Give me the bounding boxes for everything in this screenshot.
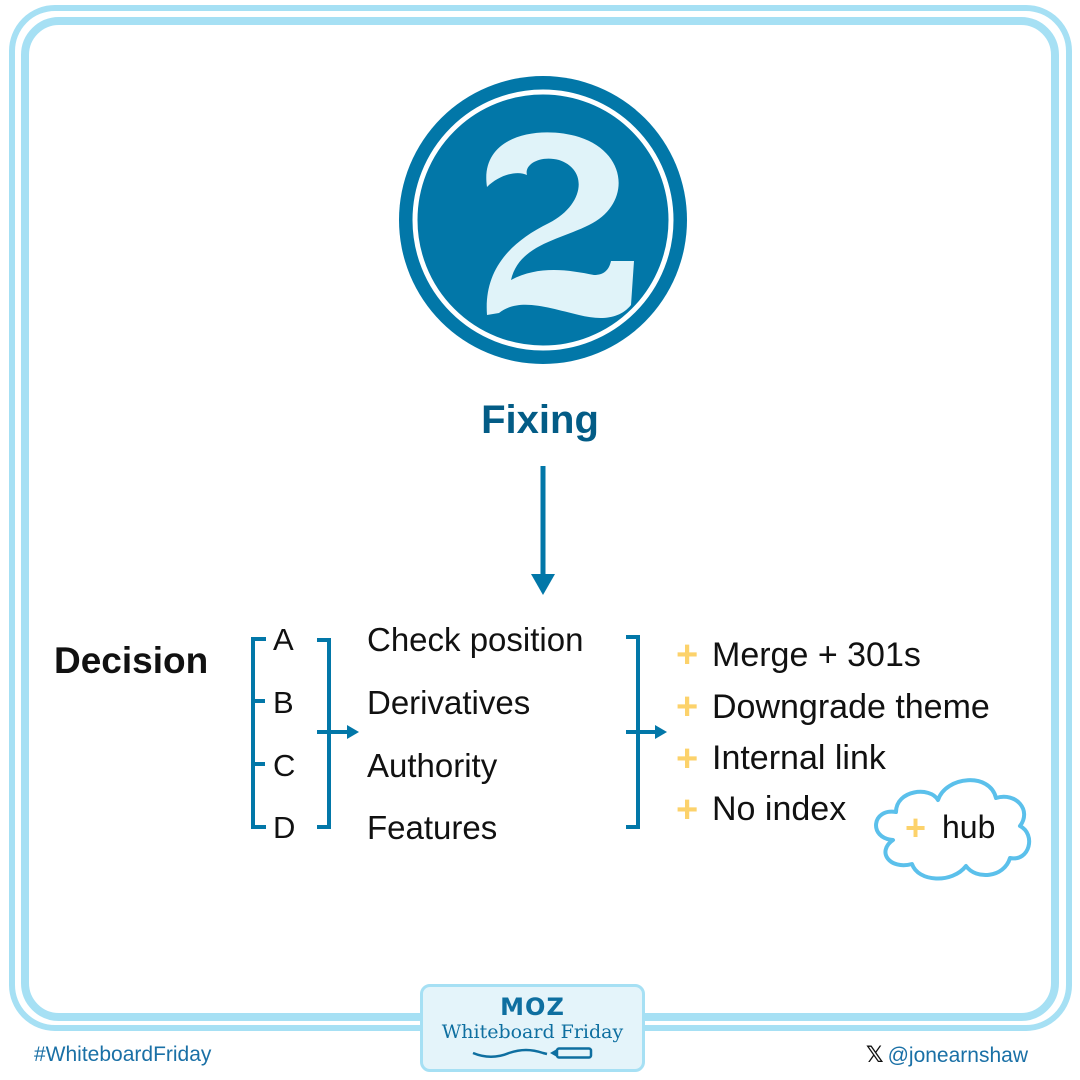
option-letter: D — [273, 810, 296, 845]
cloud-item: hub — [942, 809, 996, 845]
plus-icon: + — [676, 738, 699, 780]
option-letter: C — [273, 748, 296, 783]
criterion-item: Authority — [367, 747, 498, 784]
digit-two-glyph — [486, 132, 634, 318]
plus-icon: + — [905, 807, 927, 848]
criterion-item: Derivatives — [367, 684, 531, 721]
action-item: Merge + 301s — [712, 636, 921, 674]
plus-icon: + — [676, 634, 699, 676]
moz-whiteboard-friday-logo: MOZ Whiteboard Friday — [420, 984, 645, 1072]
option-letter: A — [273, 622, 294, 657]
down-arrow-icon — [531, 466, 555, 595]
action-item: No index — [712, 790, 847, 828]
series-logo-text: Whiteboard Friday — [441, 1021, 624, 1043]
plus-icon: + — [676, 789, 699, 831]
social-handle[interactable]: 𝕏 @jonearnshaw — [866, 1043, 1028, 1068]
action-item: Internal link — [712, 739, 886, 777]
plus-icon: + — [676, 686, 699, 728]
moz-logo-text: MOZ — [500, 993, 565, 1021]
number-badge-icon — [399, 76, 687, 364]
hashtag-link[interactable]: #WhiteboardFriday — [34, 1043, 212, 1066]
criterion-item: Features — [367, 809, 498, 846]
marker-squiggle-icon — [472, 1047, 592, 1059]
option-letter: B — [273, 685, 294, 720]
action-item: Downgrade theme — [712, 688, 990, 726]
decision-label: Decision — [54, 640, 209, 681]
handle-text: @jonearnshaw — [887, 1043, 1028, 1067]
criterion-item: Check position — [367, 621, 584, 658]
x-logo-icon: 𝕏 — [865, 1043, 884, 1068]
section-heading: Fixing — [481, 398, 599, 442]
